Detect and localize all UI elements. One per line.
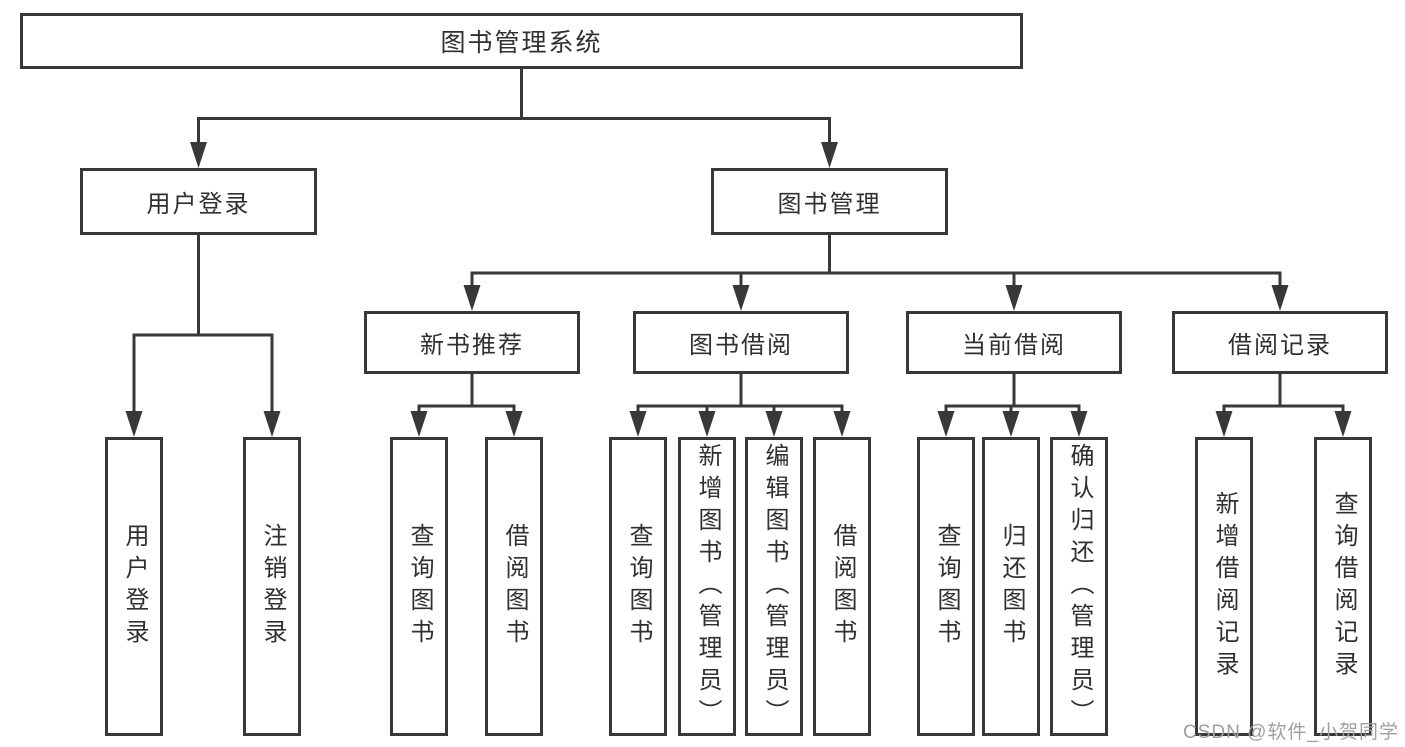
- borrow-record-to-leaves-drop-1-arrowhead: [1334, 411, 1352, 437]
- node-root-system: 图书管理系统: [20, 13, 1023, 69]
- book-borrow-to-leaves-drop-2-arrowhead: [765, 411, 783, 437]
- leaf-borrow-book-2: 借阅图书: [813, 437, 871, 736]
- node-new-book-recommend: 新书推荐: [364, 311, 580, 374]
- node-current-borrow: 当前借阅: [906, 311, 1122, 374]
- node-borrow-records: 借阅记录: [1172, 311, 1388, 374]
- csdn-watermark: CSDN @软件_小贺同学: [1183, 722, 1399, 743]
- leaf-return-book: 归还图书: [982, 437, 1040, 736]
- leaf-confirm-return-admin: 确认归还（管理员）: [1050, 437, 1108, 736]
- node-book-borrow: 图书借阅: [633, 311, 849, 374]
- leaf-borrow-book: 借阅图书: [485, 437, 543, 736]
- book-borrow-to-leaves-drop-3-arrowhead: [833, 411, 851, 437]
- book-borrow-to-leaves-drop-1-arrowhead: [698, 411, 716, 437]
- node-book-management: 图书管理: [711, 168, 948, 235]
- leaf-edit-book-admin: 编辑图书（管理员）: [745, 437, 803, 736]
- user-login-to-leaves-drop-0-arrowhead: [125, 411, 143, 437]
- leaf-add-book-admin: 新增图书（管理员）: [678, 437, 736, 736]
- book-mgmt-to-level2-drop-2-arrowhead: [1005, 285, 1023, 311]
- book-mgmt-to-level2-drop-0-arrowhead: [463, 285, 481, 311]
- node-user-login: 用户登录: [80, 168, 317, 235]
- new-book-to-leaves-drop-0-arrowhead: [410, 411, 428, 437]
- book-borrow-to-leaves-drop-0-arrowhead: [629, 411, 647, 437]
- root-to-level1-drop-0-arrowhead: [190, 142, 207, 168]
- leaf-query-book: 查询图书: [390, 437, 448, 736]
- current-borrow-to-leaves-drop-0-arrowhead: [937, 411, 955, 437]
- book-mgmt-to-level2-drop-1-arrowhead: [732, 285, 750, 311]
- user-login-to-leaves-drop-1-arrowhead: [263, 411, 281, 437]
- leaf-logout: 注销登录: [243, 437, 301, 736]
- current-borrow-to-leaves-drop-1-arrowhead: [1002, 411, 1020, 437]
- leaf-add-borrow-record: 新增借阅记录: [1195, 437, 1253, 736]
- leaf-query-borrow-record: 查询借阅记录: [1314, 437, 1372, 736]
- book-mgmt-to-level2-drop-3-arrowhead: [1271, 285, 1289, 311]
- new-book-to-leaves-drop-1-arrowhead: [505, 411, 523, 437]
- current-borrow-to-leaves-drop-2-arrowhead: [1070, 411, 1088, 437]
- leaf-query-book-2: 查询图书: [609, 437, 667, 736]
- leaf-user-login: 用户登录: [105, 437, 163, 736]
- borrow-record-to-leaves-drop-0-arrowhead: [1215, 411, 1233, 437]
- root-to-level1-drop-1-arrowhead: [821, 142, 838, 168]
- leaf-query-book-3: 查询图书: [917, 437, 975, 736]
